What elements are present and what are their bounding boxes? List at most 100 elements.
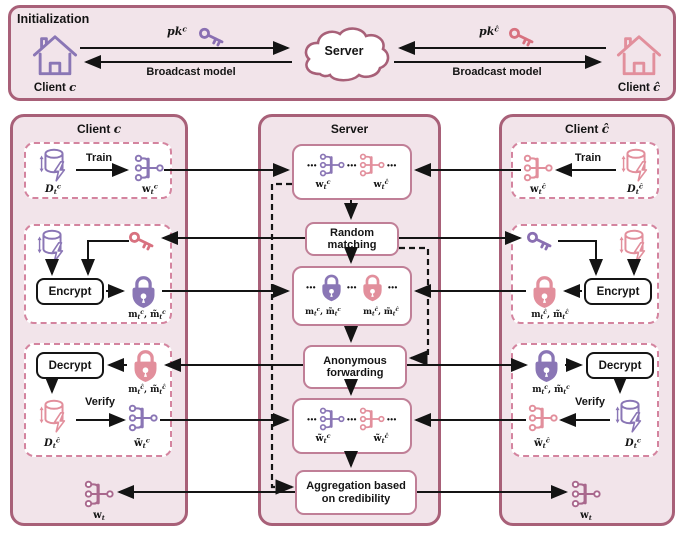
client-var: c bbox=[69, 80, 77, 94]
dataset-label: Dtc bbox=[625, 436, 641, 451]
broadcast-model-right-label: Broadcast model bbox=[452, 66, 542, 78]
client-word: Client bbox=[77, 122, 111, 136]
cipher-c-label: mtc, m̃tc bbox=[305, 306, 341, 318]
train-label: Train bbox=[85, 152, 113, 164]
received-key-icon bbox=[524, 228, 556, 254]
client-c-train-box: Dtc Train wtc bbox=[24, 142, 172, 199]
ciphertexts-labels: mtc, m̃tc mtĉ, m̃tĉ bbox=[294, 306, 410, 318]
client-word: Client bbox=[565, 122, 599, 136]
verify-label: Verify bbox=[575, 396, 605, 408]
ciphertext-label: mtĉ, m̃tĉ bbox=[128, 384, 166, 396]
model-icon bbox=[359, 407, 385, 431]
server-cloud-label: Server bbox=[324, 44, 364, 58]
lock-icon bbox=[129, 347, 162, 383]
ellipsis: ••• bbox=[386, 160, 397, 170]
dataset-icon bbox=[620, 147, 652, 183]
client-chat-decrypt-box: mtc, m̃tc Decrypt Dtc Verify w̃tĉ bbox=[511, 343, 659, 457]
cloud-icon bbox=[304, 27, 390, 82]
client-c-panel: Client c Dtc Train wtc Encrypt mtc, m̃tc… bbox=[10, 114, 188, 526]
model-icon bbox=[319, 407, 345, 431]
random-matching-box: Random matching bbox=[305, 222, 399, 256]
ellipsis: ••• bbox=[347, 160, 357, 170]
client-chat-panel-title: Client ĉ bbox=[502, 122, 672, 136]
ellipsis: ••• bbox=[307, 160, 318, 170]
cipher-chat-label: mtĉ, m̃tĉ bbox=[363, 306, 399, 318]
client-chat-label: Client ĉ bbox=[605, 80, 673, 94]
public-key-chat-icon bbox=[507, 24, 537, 50]
client-c-panel-title: Client c bbox=[13, 122, 185, 136]
ciphertexts-box: ••• ••• ••• mtc, m̃tc mtĉ, m̃tĉ bbox=[292, 266, 412, 326]
broadcast-model-left-label: Broadcast model bbox=[146, 66, 236, 78]
client-word: Client bbox=[33, 82, 66, 94]
uploaded-models-box: ••• ••• ••• wtc wtĉ bbox=[292, 144, 412, 200]
client-c-label: Client c bbox=[21, 80, 89, 94]
encrypt-button-box: Encrypt bbox=[36, 278, 104, 305]
lock-icon bbox=[530, 347, 563, 383]
client-c-house-icon bbox=[32, 32, 78, 78]
lock-icon bbox=[528, 273, 561, 309]
global-model-label: wt bbox=[93, 510, 105, 523]
ciphertext-label: mtĉ, m̃tĉ bbox=[531, 309, 569, 321]
anonymous-forwarding-box: Anonymous forwarding bbox=[303, 345, 407, 389]
ellipsis: ••• bbox=[347, 282, 357, 292]
client-c-decrypt-box: Decrypt mtĉ, m̃tĉ Dtĉ Verify w̃tc bbox=[24, 343, 172, 457]
global-model-label: wt bbox=[580, 510, 592, 523]
client-chat-panel: Client ĉ wtĉ Train Dtĉ Encrypt mtĉ, m̃tĉ… bbox=[499, 114, 675, 526]
initialization-title: Initialization bbox=[17, 12, 90, 26]
dataset-label: Dtĉ bbox=[44, 436, 60, 451]
ciphertexts-row: ••• ••• ••• bbox=[294, 272, 410, 302]
client-word: Client bbox=[617, 82, 650, 94]
client-var: ĉ bbox=[601, 122, 609, 136]
uploaded-models-row: ••• ••• ••• bbox=[294, 152, 410, 178]
decrypt-button-box: Decrypt bbox=[586, 352, 654, 379]
model-c-label: wtc bbox=[315, 177, 331, 191]
ellipsis: ••• bbox=[386, 414, 397, 424]
global-model-icon bbox=[83, 480, 115, 508]
lock-icon bbox=[127, 273, 160, 309]
model-label: wtc bbox=[142, 182, 158, 197]
encrypt-button-box: Encrypt bbox=[584, 278, 652, 305]
lock-icon bbox=[318, 272, 345, 302]
client-c-encrypt-box: Encrypt mtc, m̃tc bbox=[24, 224, 172, 324]
dataset-icon bbox=[38, 147, 70, 183]
ellipsis: ••• bbox=[307, 414, 318, 424]
verify-label: Verify bbox=[85, 396, 115, 408]
global-model-icon bbox=[570, 480, 602, 508]
client-var: ĉ bbox=[653, 80, 661, 94]
aggregation-box: Aggregation based on credibility bbox=[295, 470, 417, 515]
dataset-icon bbox=[36, 228, 68, 264]
public-key-c-icon bbox=[197, 24, 227, 50]
dataset-icon bbox=[38, 398, 70, 434]
verified-c-label: w̃tc bbox=[315, 431, 331, 445]
client-var: c bbox=[113, 122, 121, 136]
ciphertext-label: mtc, m̃tc bbox=[128, 309, 166, 321]
model-chat-label: wtĉ bbox=[373, 177, 389, 191]
dataset-label: Dtc bbox=[45, 182, 61, 197]
train-label: Train bbox=[574, 152, 602, 164]
client-chat-encrypt-box: Encrypt mtĉ, m̃tĉ bbox=[511, 224, 659, 324]
dataset-icon bbox=[618, 228, 650, 264]
initialization-panel: Initialization Client c pkc Broadcast mo… bbox=[8, 5, 676, 101]
verified-models-box: ••• ••• ••• w̃tc w̃tĉ bbox=[292, 398, 412, 454]
ellipsis: ••• bbox=[387, 282, 398, 292]
verified-model-label: w̃tĉ bbox=[534, 436, 550, 451]
received-key-icon bbox=[126, 228, 158, 254]
model-icon bbox=[528, 404, 558, 432]
verified-chat-label: w̃tĉ bbox=[373, 431, 389, 445]
verified-models-row: ••• ••• ••• bbox=[294, 406, 410, 432]
ellipsis: ••• bbox=[347, 414, 357, 424]
model-icon bbox=[128, 404, 158, 432]
client-chat-train-box: wtĉ Train Dtĉ bbox=[511, 142, 659, 199]
lock-icon bbox=[359, 272, 386, 302]
server-panel-title: Server bbox=[330, 122, 369, 136]
server-cloud: Server bbox=[296, 22, 392, 86]
model-icon bbox=[134, 154, 164, 182]
client-chat-house-icon bbox=[616, 32, 662, 78]
model-icon bbox=[359, 153, 385, 177]
decrypt-button-box: Decrypt bbox=[36, 352, 104, 379]
dataset-icon bbox=[614, 398, 646, 434]
pk-c-label: pkc bbox=[167, 24, 187, 38]
uploaded-models-labels: wtc wtĉ bbox=[294, 179, 410, 190]
model-icon bbox=[319, 153, 345, 177]
